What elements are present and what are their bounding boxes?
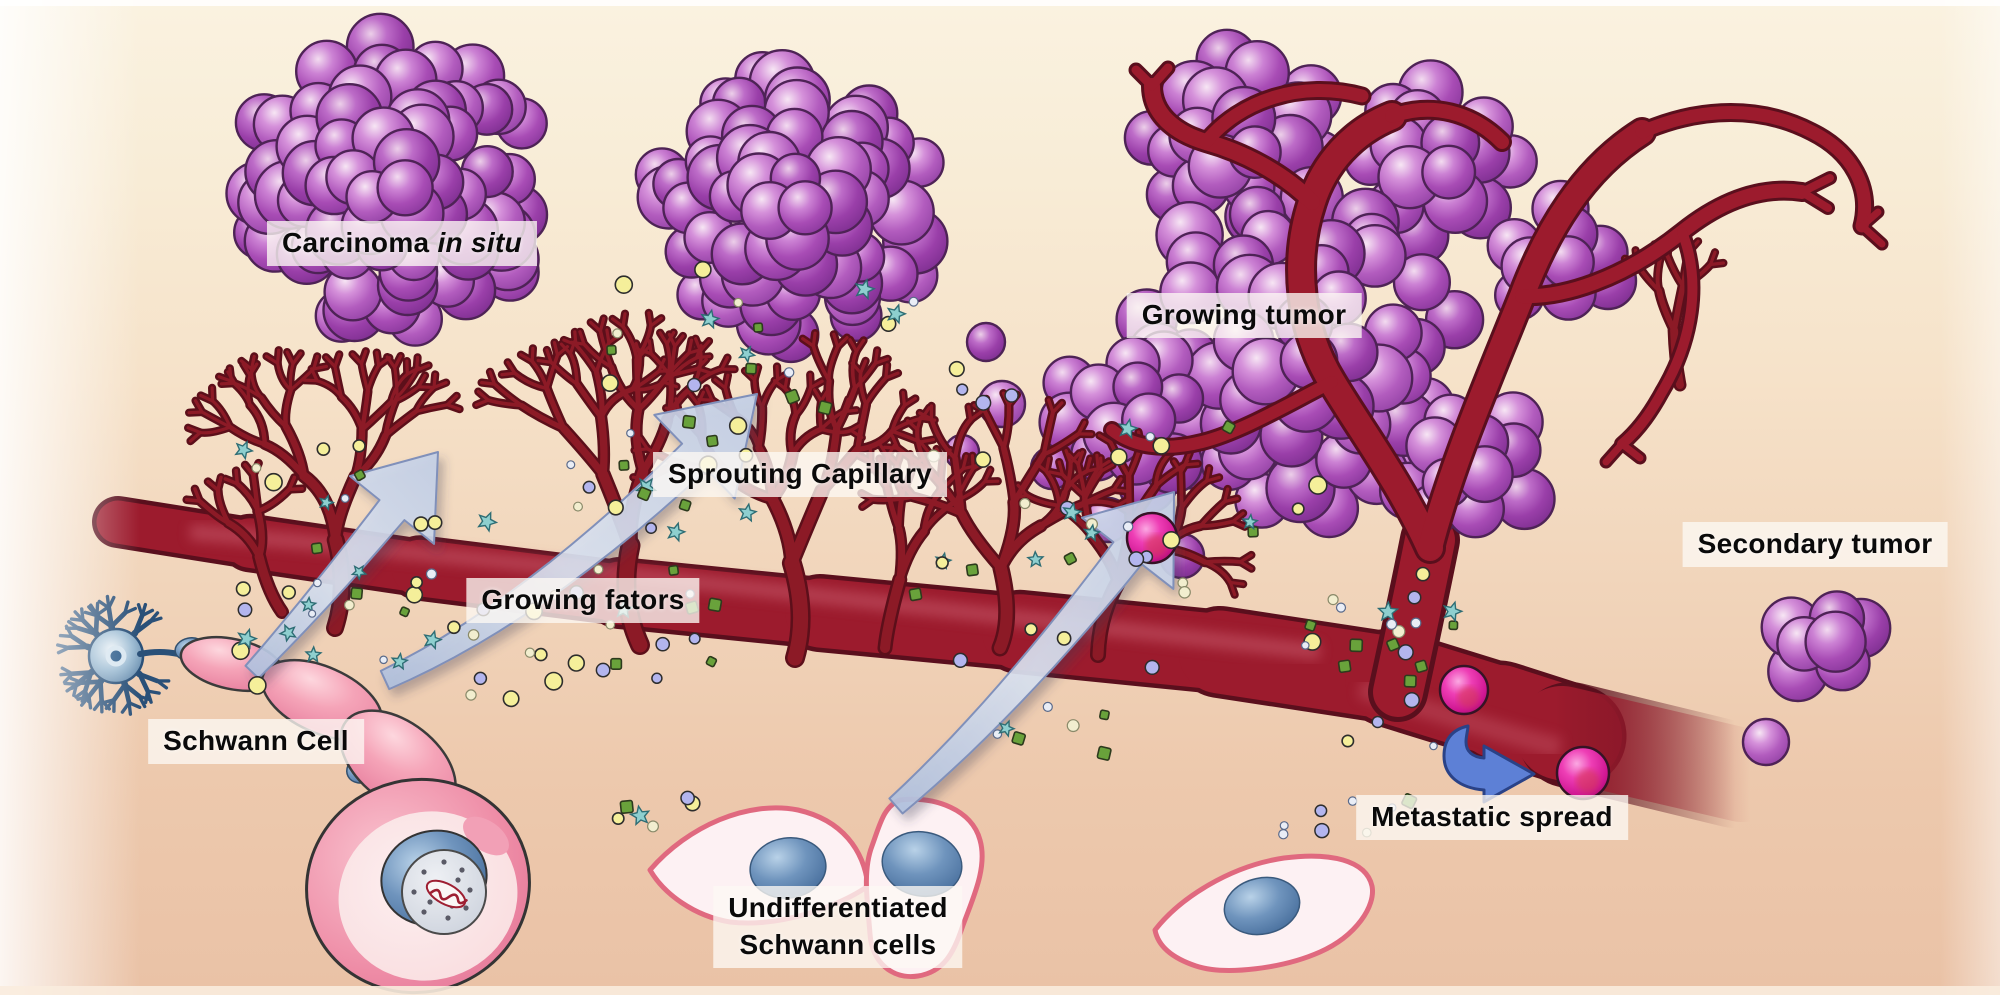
label-undifferentiated-line2: Schwann cells — [739, 928, 937, 960]
label-schwann-cell: Schwann Cell — [148, 719, 364, 764]
label-undifferentiated-line1: Undifferentiated — [728, 892, 948, 923]
label-carcinoma-in-situ: Carcinoma in situ — [266, 221, 538, 266]
label-carcinoma-text: Carcinoma — [281, 227, 438, 258]
bottom-edge-strip — [0, 986, 2000, 995]
label-carcinoma-italic-text: in situ — [437, 227, 523, 258]
neuron-nucleus — [110, 650, 122, 662]
neuron-and-schwann-sheath — [56, 594, 531, 995]
label-growing-tumor: Growing tumor — [1126, 293, 1362, 338]
label-undifferentiated-schwann-cells: Undifferentiated Schwann cells — [713, 886, 963, 968]
label-growing-factors: Growing fators — [466, 578, 700, 623]
label-sprouting-capillary: Sprouting Capillary — [653, 452, 947, 497]
nerve-cross-section — [305, 777, 531, 995]
label-metastatic-spread: Metastatic spread — [1356, 795, 1628, 840]
top-edge-strip — [0, 0, 2000, 6]
label-secondary-tumor: Secondary tumor — [1682, 522, 1948, 567]
